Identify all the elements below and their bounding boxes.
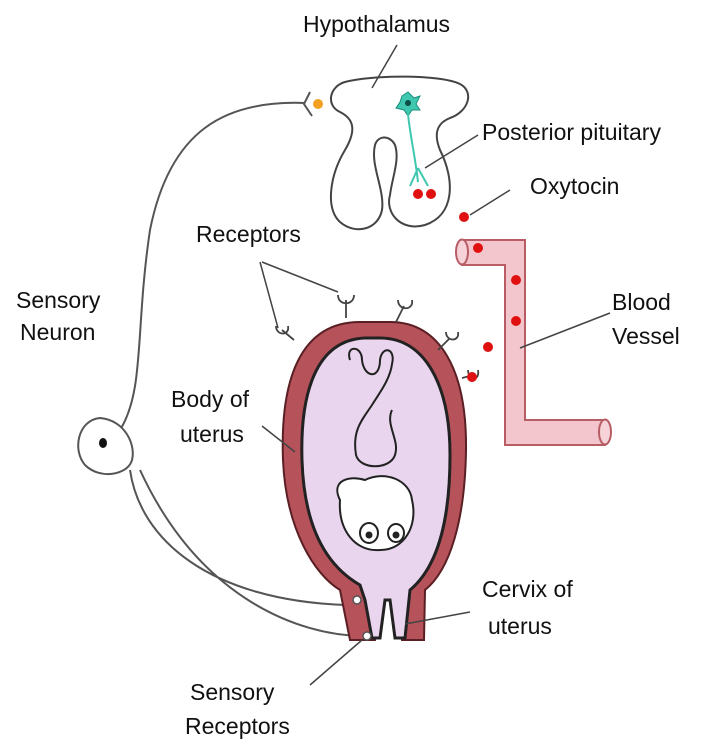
oxytocin-dot <box>483 342 493 352</box>
oxytocin-vesicle <box>413 189 423 199</box>
oxytocin-dot <box>511 316 521 326</box>
cervix-label-line2: uterus <box>488 612 552 640</box>
blood-vessel-label-line1: Blood <box>612 288 671 316</box>
oxytocin-dot <box>511 275 521 285</box>
blood-vessel-label-line2: Vessel <box>612 322 680 350</box>
oxytocin-leader <box>470 190 510 215</box>
body-uterus-label-line1: Body of <box>171 385 249 413</box>
oxytocin-vesicle <box>426 189 436 199</box>
receptors-leader <box>260 262 338 328</box>
sensory-neuron-label-line1: Sensory <box>16 286 100 314</box>
sensory-neuron-axon <box>120 103 305 430</box>
neuron-nucleus <box>405 100 411 106</box>
blood-vessel-end-bottom <box>599 420 611 445</box>
blood-vessel-leader <box>520 313 610 348</box>
sensory-neuron-nucleus <box>99 438 107 448</box>
sensory-receptors-label-line2: Receptors <box>185 712 290 740</box>
oxytocin-dot <box>459 212 469 222</box>
hypothalamus-label: Hypothalamus <box>303 10 450 38</box>
blood-vessel-end-top <box>456 240 468 265</box>
sensory-receptors-label-line1: Sensory <box>190 678 274 706</box>
oxytocin-dot <box>473 243 483 253</box>
sensory-receptor <box>363 632 371 640</box>
sensory-receptor <box>353 596 361 604</box>
synapse-terminal <box>304 92 312 116</box>
oxytocin-label: Oxytocin <box>530 172 619 200</box>
oxytocin-bound <box>467 372 477 382</box>
synapse-dot <box>313 99 323 109</box>
cervix-label-line1: Cervix of <box>482 575 573 603</box>
posterior-pituitary-label: Posterior pituitary <box>482 118 661 146</box>
hypothalamus-pituitary-outline <box>331 77 468 230</box>
receptors-label: Receptors <box>196 220 301 248</box>
sensory-receptors-leader <box>310 640 362 685</box>
body-uterus-label-line2: uterus <box>180 420 244 448</box>
sensory-neuron-label-line2: Neuron <box>20 318 95 346</box>
